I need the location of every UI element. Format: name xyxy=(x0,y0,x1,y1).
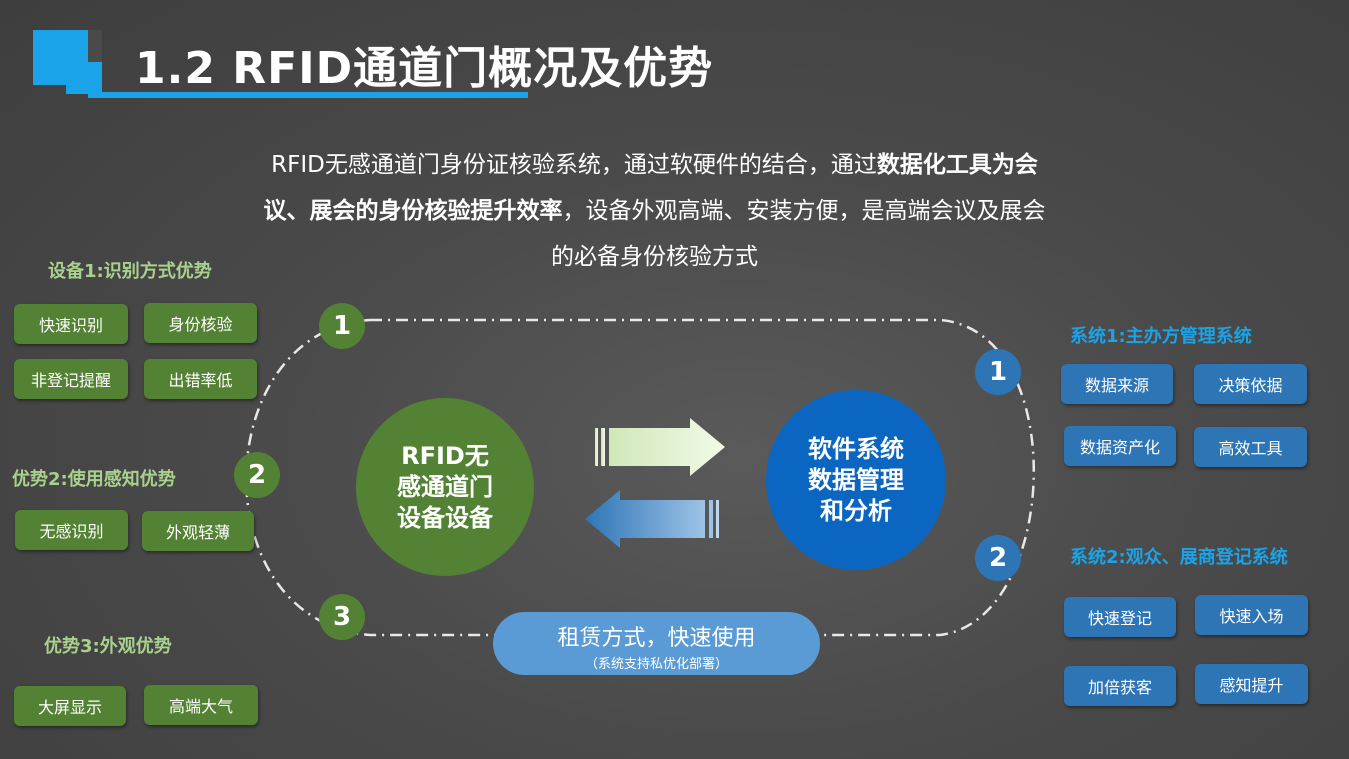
right-group-2-heading: 系统2:观众、展商登记系统 xyxy=(1070,547,1288,568)
intro-text-2: ，设备外观高端、安装方便，是高端会议及展会的必备身份核验方式 xyxy=(551,198,1046,270)
step-2-left-badge: 2 xyxy=(234,452,280,498)
tag-perception-boost: 感知提升 xyxy=(1195,664,1308,704)
page-title: 1.2 RFID通道门概况及优势 xyxy=(135,43,714,94)
tag-low-error-rate: 出错率低 xyxy=(144,359,257,399)
hardware-circle: RFID无 感通道门 设备设备 xyxy=(356,398,534,576)
left-group-3-heading: 优势3:外观优势 xyxy=(44,636,172,657)
tag-unregistered-alert: 非登记提醒 xyxy=(14,359,128,399)
title-underline xyxy=(88,92,528,98)
software-circle-line-3: 和分析 xyxy=(820,496,892,525)
left-group-2-heading: 优势2:使用感知优势 xyxy=(12,469,176,490)
tag-contactless-recognition: 无感识别 xyxy=(15,510,128,550)
hardware-circle-line-3: 设备设备 xyxy=(397,503,493,532)
software-circle-line-2: 数据管理 xyxy=(808,465,904,494)
step-1-right-badge: 1 xyxy=(975,349,1021,395)
step-3-left-badge: 3 xyxy=(319,594,365,640)
tag-fast-recognition: 快速识别 xyxy=(14,304,128,344)
left-group-1-heading: 设备1:识别方式优势 xyxy=(48,261,212,282)
rental-pill: 租赁方式，快速使用 （系统支持私优化部署） xyxy=(493,612,820,675)
right-group-1-heading: 系统1:主办方管理系统 xyxy=(1070,326,1252,347)
hardware-circle-line-2: 感通道门 xyxy=(397,472,493,501)
title-accent-cutout xyxy=(88,30,102,62)
tag-double-leads: 加倍获客 xyxy=(1064,666,1176,706)
rental-main-text: 租赁方式，快速使用 xyxy=(557,626,756,651)
tag-decision-basis: 决策依据 xyxy=(1194,364,1307,404)
tag-data-assets: 数据资产化 xyxy=(1064,426,1176,466)
hardware-circle-line-1: RFID无 xyxy=(401,441,489,470)
software-circle: 软件系统 数据管理 和分析 xyxy=(766,390,946,570)
rental-sub-text: （系统支持私优化部署） xyxy=(584,657,728,672)
arrow-left-icon xyxy=(585,490,719,548)
arrow-right-icon xyxy=(595,418,725,476)
intro-paragraph: RFID无感通道门身份证核验系统，通过软硬件的结合，通过数据化工具为会议、展会的… xyxy=(262,142,1047,280)
intro-text-1: RFID无感通道门身份证核验系统，通过软硬件的结合，通过 xyxy=(271,152,877,178)
step-1-left-badge: 1 xyxy=(319,303,365,349)
tag-fast-registration: 快速登记 xyxy=(1064,597,1176,637)
tag-data-source: 数据来源 xyxy=(1061,364,1173,404)
tag-large-screen: 大屏显示 xyxy=(14,686,126,726)
tag-efficient-tool: 高效工具 xyxy=(1194,427,1307,467)
tag-slim-appearance: 外观轻薄 xyxy=(142,511,254,551)
step-2-right-badge: 2 xyxy=(975,535,1021,581)
intro-bold-text: 数据化工具为会议、展会的身份核验提升效率 xyxy=(263,152,1038,224)
tag-premium-look: 高端大气 xyxy=(144,685,258,725)
tag-fast-entry: 快速入场 xyxy=(1195,595,1308,635)
title-accent-block-2 xyxy=(66,62,102,94)
software-circle-line-1: 软件系统 xyxy=(808,434,904,463)
tag-identity-check: 身份核验 xyxy=(144,303,257,343)
